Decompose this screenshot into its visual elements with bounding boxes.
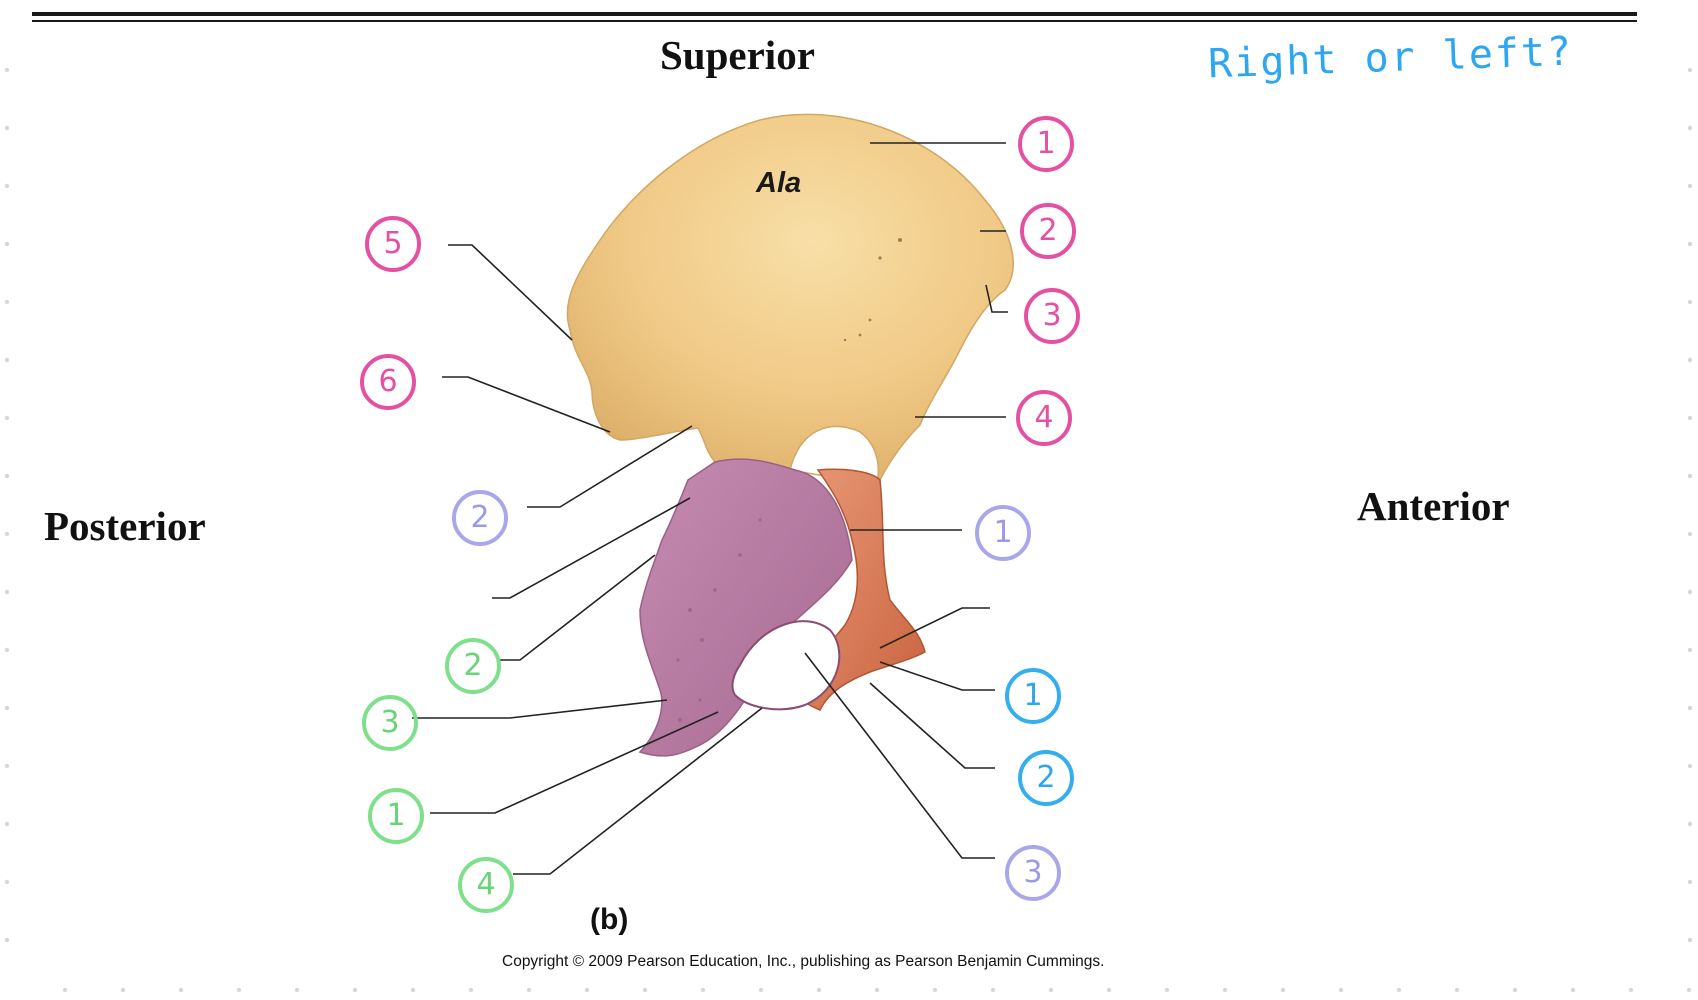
leader-lines	[412, 142, 1008, 875]
marker-green-1: 1	[368, 788, 424, 844]
marker-lavender-1: 1	[975, 505, 1031, 561]
leader-green-2	[500, 554, 656, 661]
marker-pink-4: 4	[1016, 390, 1072, 446]
top-rule-thick	[32, 12, 1637, 16]
leader-lavender-3	[804, 652, 995, 859]
marker-pink-1: 1	[1018, 116, 1074, 172]
leader-blank-upper-left	[492, 497, 691, 599]
ischium	[638, 458, 853, 757]
marker-green-4: 4	[458, 857, 514, 913]
marker-pink-5: 5	[365, 216, 421, 272]
marker-green-2: 2	[445, 638, 501, 694]
leader-lavender-2	[527, 425, 693, 508]
marker-lavender-2: 2	[452, 490, 508, 546]
direction-posterior: Posterior	[44, 503, 206, 549]
leader-pink-3	[985, 284, 1008, 313]
marker-pink-2: 2	[1020, 203, 1076, 259]
panel-label: (b)	[590, 903, 629, 936]
leader-blue-2	[869, 682, 995, 769]
obturator-foramen	[731, 620, 841, 711]
top-rule-thin	[32, 20, 1637, 22]
leader-green-1	[430, 711, 719, 814]
pubis	[789, 468, 926, 711]
marker-pink-3: 3	[1024, 288, 1080, 344]
ilium-texture	[843, 238, 902, 342]
leader-pink-5	[448, 244, 573, 341]
leader-blue-1	[879, 661, 995, 691]
marker-pink-6: 6	[360, 354, 416, 410]
marker-green-3: 3	[362, 695, 418, 751]
marker-blue-2: 2	[1018, 750, 1074, 806]
direction-superior: Superior	[660, 32, 815, 78]
leader-blank-right	[879, 607, 990, 649]
direction-anterior: Anterior	[1357, 483, 1510, 529]
leader-green-3	[412, 699, 668, 719]
marker-lavender-3: 3	[1005, 845, 1061, 901]
leader-green-4	[513, 707, 763, 875]
leader-pink-6	[442, 376, 611, 433]
copyright-notice: Copyright © 2009 Pearson Education, Inc.…	[502, 953, 1105, 970]
marker-blue-1: 1	[1005, 668, 1061, 724]
ala-label: Ala	[755, 167, 801, 199]
ischium-texture	[676, 518, 762, 722]
